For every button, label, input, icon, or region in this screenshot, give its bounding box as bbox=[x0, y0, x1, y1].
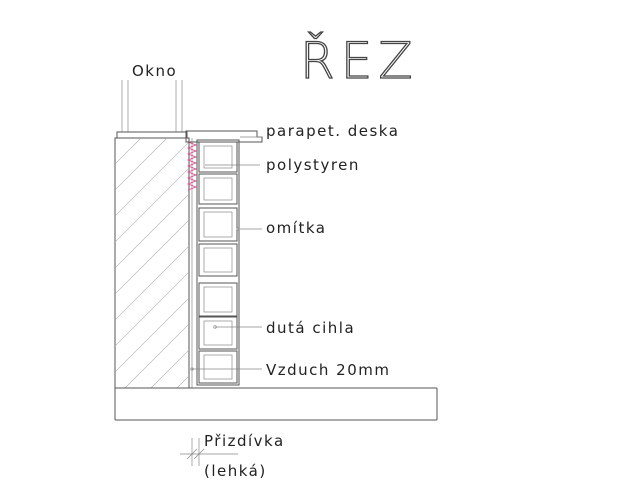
label-cihla: dutá cihla bbox=[266, 319, 355, 337]
brick-outline bbox=[198, 243, 238, 277]
brick-cavity bbox=[203, 286, 233, 313]
brick-cavity bbox=[203, 211, 233, 238]
brick-cavity bbox=[203, 177, 233, 201]
brick-cavity bbox=[203, 247, 233, 273]
leader-lines bbox=[190, 136, 262, 371]
label-polystyren: polystyren bbox=[266, 156, 360, 174]
wall-hatch-line bbox=[115, 138, 116, 139]
label-okno: Okno bbox=[132, 62, 177, 80]
brick-outline bbox=[198, 316, 238, 350]
brick-outline bbox=[198, 173, 238, 205]
brick-cavity bbox=[203, 354, 233, 380]
polystyren-insulation bbox=[186, 141, 198, 191]
drawing-title: ŘEZ bbox=[300, 32, 419, 90]
wall-hatch-line bbox=[115, 271, 189, 347]
brick-outline bbox=[198, 282, 238, 317]
brick-cavity bbox=[203, 145, 233, 169]
label-vzduch: Vzduch 20mm bbox=[266, 361, 391, 379]
brick-outline bbox=[198, 350, 238, 384]
wall-hatch-line bbox=[115, 297, 189, 373]
wall-hatch-line bbox=[115, 141, 189, 217]
brick-outline bbox=[198, 141, 238, 173]
wall-hatch-line bbox=[124, 323, 189, 388]
wall-hatch-line bbox=[203, 138, 453, 388]
floor-slab bbox=[114, 387, 438, 421]
label-lehka: (lehká) bbox=[204, 462, 267, 480]
dimension-prizdivka bbox=[180, 438, 238, 466]
wall-hatch-line bbox=[115, 167, 189, 243]
wall-hatch-line bbox=[115, 245, 189, 321]
wall-hatch-line bbox=[115, 193, 189, 269]
brick-outline bbox=[198, 207, 238, 242]
label-prizdivka: Přizdívka bbox=[204, 432, 285, 450]
wall-hatch-line bbox=[115, 219, 189, 295]
wall-hatch-line bbox=[115, 138, 168, 191]
brick-cavity bbox=[203, 320, 233, 346]
window-frame bbox=[116, 80, 188, 139]
hollow-brick-wall bbox=[196, 139, 240, 386]
label-omitka: omítka bbox=[266, 219, 326, 237]
label-parapet: parapet. deska bbox=[266, 122, 399, 140]
